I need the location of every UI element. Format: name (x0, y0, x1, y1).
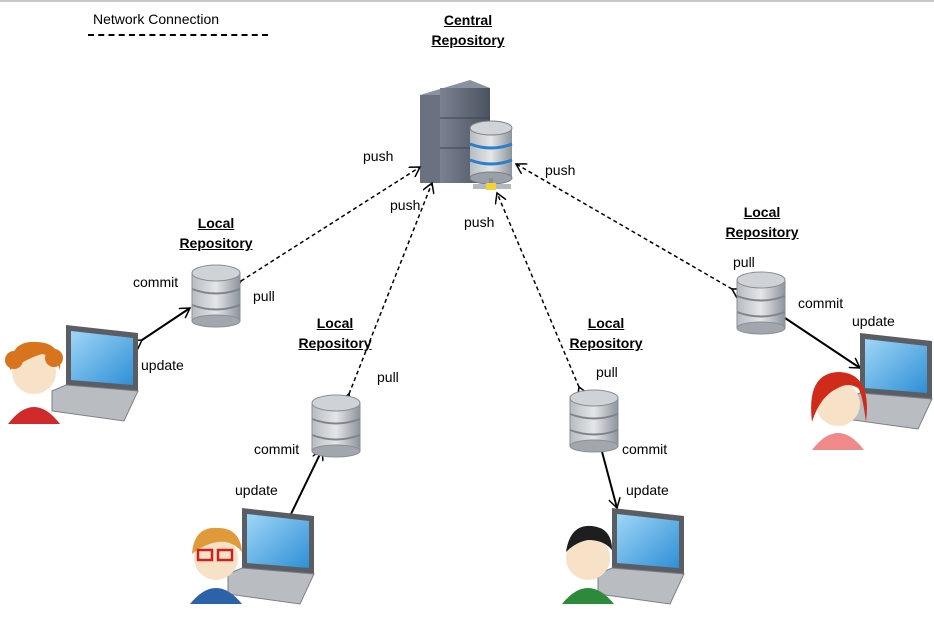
connection-mid-left-local (349, 183, 432, 394)
commit-label: commit (254, 441, 300, 457)
local-title-line2: Repository (179, 235, 253, 251)
user-avatar-icon (811, 372, 867, 450)
update-label: update (852, 313, 895, 329)
commit-label: commit (133, 274, 179, 290)
local-title-line2: Repository (725, 224, 799, 240)
laptop-icon (227, 508, 315, 605)
local-title-line1: Local (316, 315, 354, 331)
update-label: update (235, 482, 278, 498)
local-title-line1: Local (587, 315, 625, 331)
top-border (0, 0, 934, 2)
database-icon (311, 394, 361, 458)
database-icon (191, 264, 241, 328)
connection-mid-right-local (497, 193, 579, 387)
central-title-line1: Central (443, 12, 493, 28)
user-avatar-icon (190, 527, 242, 604)
laptop-icon (845, 333, 933, 430)
push-label: push (464, 214, 495, 230)
local-title-line2: Repository (569, 335, 643, 351)
commit-label: commit (798, 295, 844, 311)
central-title-line2: Repository (431, 32, 505, 48)
push-label: push (363, 148, 394, 164)
legend-label: Network Connection (93, 11, 220, 27)
local-repository-title-2: Local Repository (285, 313, 385, 353)
link-user3-local (601, 448, 617, 508)
legend-dashed-line (88, 34, 268, 36)
laptop-icon (51, 325, 139, 422)
link-user2-local (290, 450, 322, 516)
local-repository-title-1: Local Repository (166, 213, 266, 253)
push-label: push (545, 162, 576, 178)
user-avatar-icon (5, 341, 63, 424)
connection-right-local (516, 164, 732, 289)
database-icon (569, 389, 619, 453)
central-repository-title: Central Repository (418, 10, 518, 50)
local-repository-title-4: Local Repository (712, 202, 812, 242)
link-user1-local (142, 307, 190, 340)
update-label: update (141, 357, 184, 373)
database-icon (736, 271, 786, 335)
local-repository-title-3: Local Repository (556, 313, 656, 353)
push-label: push (390, 197, 421, 213)
laptop-icon (597, 508, 685, 605)
local-title-line2: Repository (298, 335, 372, 351)
commit-label: commit (622, 441, 668, 457)
user-avatar-icon (562, 525, 614, 604)
update-label: update (626, 482, 669, 498)
pull-label: pull (377, 369, 399, 385)
pull-label: pull (733, 254, 755, 270)
local-title-line1: Local (743, 204, 781, 220)
connection-left-local (241, 167, 420, 281)
pull-label: pull (596, 364, 618, 380)
link-user4-local (785, 318, 860, 369)
central-database-icon (469, 120, 513, 190)
local-title-line1: Local (197, 215, 235, 231)
pull-label: pull (253, 288, 275, 304)
